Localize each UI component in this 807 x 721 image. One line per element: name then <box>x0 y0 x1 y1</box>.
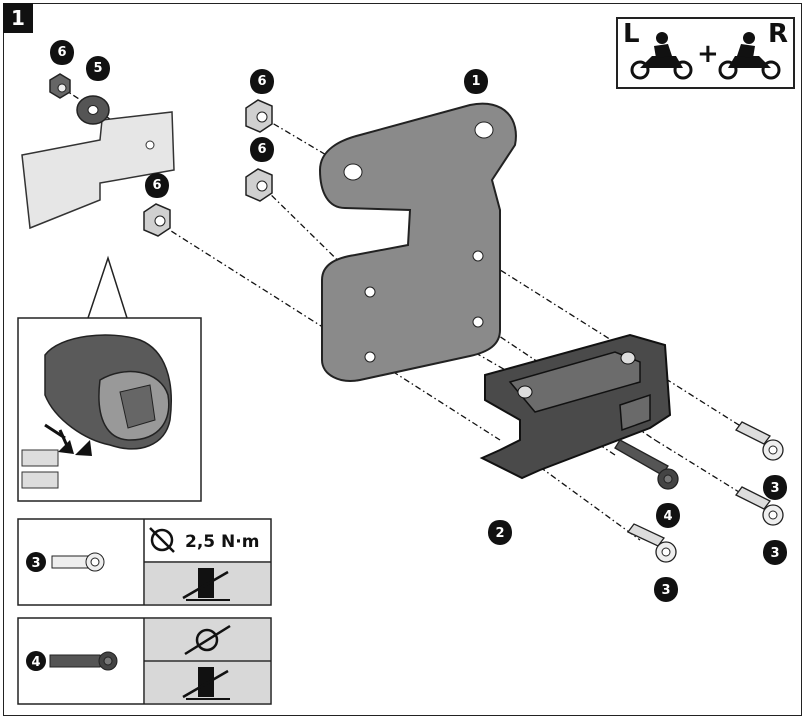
motorcycle-left-icon <box>630 32 693 80</box>
bolt-4 <box>614 439 679 490</box>
bolt-3a <box>735 421 784 461</box>
diagram-frame <box>3 3 802 716</box>
nut-6d <box>143 203 171 237</box>
spec-table-part-4: 4 <box>17 617 272 705</box>
bolt-3b <box>735 486 784 526</box>
nut-6c <box>245 168 273 202</box>
callout-6d: 6 <box>152 178 161 193</box>
nut-6a <box>49 73 71 99</box>
no-torque-icon <box>184 624 231 656</box>
side-indicator: L R + <box>616 17 795 89</box>
bolt-3c <box>626 523 677 563</box>
callout-3b: 3 <box>770 546 779 561</box>
nut-6b <box>245 99 273 133</box>
washer-5 <box>76 95 110 125</box>
callouts: 1 2 3 3 3 4 5 6 6 6 6 <box>50 40 787 602</box>
callout-6c: 6 <box>257 142 266 157</box>
mount-block-2 <box>479 333 672 480</box>
plus-label: + <box>697 39 719 69</box>
callout-3a: 3 <box>770 481 779 496</box>
motorcycle-right-icon <box>718 32 781 80</box>
no-threadlocker-icon <box>182 568 230 601</box>
bracket-1 <box>318 102 517 382</box>
callout-1: 1 <box>471 74 480 89</box>
inset-detail <box>17 255 202 502</box>
spec-1-part-number: 3 <box>31 556 40 571</box>
torque-wrench-icon <box>149 527 175 553</box>
spec-table-part-3: 3 2,5 N·m <box>17 518 272 606</box>
no-threadlocker-icon-2 <box>182 667 230 700</box>
callout-6a: 6 <box>57 45 66 60</box>
right-label: R <box>768 19 788 49</box>
callout-3c: 3 <box>661 583 670 598</box>
callout-6b: 6 <box>257 74 266 89</box>
callout-2: 2 <box>495 526 504 541</box>
callout-4: 4 <box>663 509 672 524</box>
step-number: 1 <box>3 3 33 33</box>
spec-2-part-number: 4 <box>31 655 40 670</box>
callout-5: 5 <box>93 61 102 76</box>
spec-1-torque: 2,5 N·m <box>185 532 259 552</box>
left-label: L <box>623 19 640 49</box>
clip-plate <box>21 111 175 230</box>
